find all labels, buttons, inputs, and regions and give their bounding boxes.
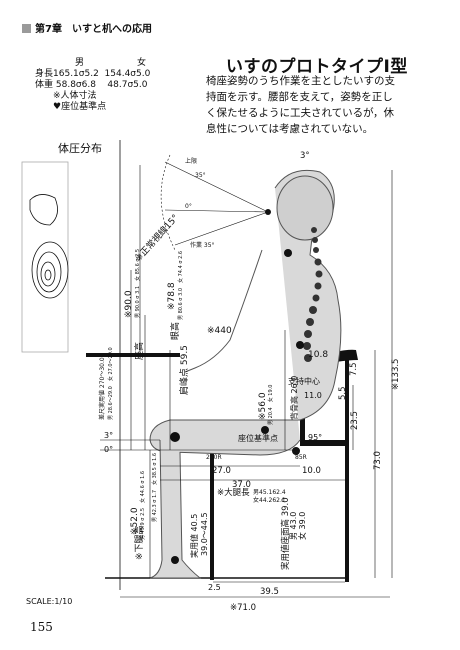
sitting-height-sub: 男 90.0 σ 3.1 女 85.6 σ 2.5 — [134, 249, 141, 318]
knee-height-sub: 男 49.9 σ 2.5 女 44.6 σ 1.6 — [139, 471, 146, 540]
page-title: いすのプロトタイプⅠ型 — [226, 57, 408, 77]
weight-male: 58.8σ6.8 — [55, 80, 96, 90]
pressure-title: 体圧分布 — [58, 142, 102, 155]
sitting-height-label: ※90.0 — [124, 290, 134, 318]
thigh-length-female: 女44.262.1 — [253, 496, 286, 504]
val-235-label: 23.5 — [350, 411, 360, 430]
lower-leg-sub: 男 42.3 σ 1.7 女 38.5 σ 1.6 — [151, 453, 158, 522]
val-100-label: 10.0 — [302, 466, 321, 476]
val-55-label: 5.5 — [338, 386, 348, 400]
practical-range-label: 39.0〜44.5 — [200, 512, 209, 556]
knee-height-label: ※52.0 — [130, 507, 140, 535]
val-395-label: 39.5 — [260, 587, 279, 597]
thigh-thickness-label: ※56.0 — [258, 392, 268, 420]
height-male: 165.1σ5.2 — [53, 69, 99, 79]
chapter-title: 第7章 いすと机への応用 — [35, 24, 152, 35]
val-730-label: 73.0 — [373, 451, 383, 470]
note-reference-point: 座位基準点 — [61, 102, 107, 112]
thigh-thickness-sub: 男 20.4 女 19.0 — [267, 385, 274, 425]
total-height-label: ※133.5 — [391, 359, 401, 390]
deg0-label: 0° — [185, 203, 192, 210]
support-center-label: 支持中心 — [288, 376, 320, 386]
desk-diff-sub: 男 28.6〜29.0 女 27.0〜29.0 — [107, 347, 114, 420]
page-number: 155 — [30, 620, 53, 634]
seat-depth-label: 実用値座面高 39.0 — [280, 497, 291, 570]
male-label: 男 — [75, 58, 85, 68]
diagram-labels: 上限 35° 0° 作業 35° 3° ※正常視線15° ※78.8 男 80.… — [98, 151, 401, 613]
weight-female: 48.7σ5.0 — [107, 80, 148, 90]
val-25-label: 2.5 — [208, 583, 221, 592]
seat-male-label: 男 43.0 — [289, 512, 298, 540]
sight-lines — [160, 154, 269, 251]
heart-icon: ♥ — [53, 102, 62, 112]
reference-point-label: 座位基準点 — [238, 433, 278, 443]
pressure-panel — [21, 161, 69, 353]
description-text: 椅座姿勢のうち作業を主としたいすの支持面を示す。腰部を支えて，姿勢を正しく保たせ… — [206, 75, 395, 135]
human-figure — [149, 169, 342, 579]
weight-label: 体重 — [35, 80, 54, 90]
angle-0-label: 0° — [104, 445, 113, 454]
val-270-label: 27.0 — [212, 466, 231, 476]
angle-95-label: 95° — [308, 433, 322, 442]
spine — [303, 227, 323, 362]
desk-diff-label: 差尺実用値 270〜30.0 — [98, 357, 106, 420]
body-dimensions: 男 女 身長165.1σ5.2 154.4σ5.0 体重 58.8σ6.8 48.… — [35, 58, 199, 113]
backrest-top-label: 10.8 — [308, 350, 328, 360]
elbow-reach-label: ※440 — [207, 326, 232, 336]
chapter-header: 第7章 いすと机への応用 — [22, 20, 152, 35]
scale-label: SCALE:1/10 — [26, 597, 73, 606]
sitting-elbow-label: 背骨高 26.0 — [289, 376, 299, 420]
work-angle-label: 作業 35° — [190, 241, 215, 249]
eye-height-sub: 男 80.6 σ 3.0 女 74.4 σ 2.6 — [177, 251, 184, 320]
lower-leg-label: ※下腿高 — [133, 525, 145, 560]
val-710-label: ※71.0 — [230, 603, 256, 613]
shoulder-label: 肩峰点 59.5 — [178, 345, 190, 395]
note-body-dims: ※人体寸法 — [53, 91, 97, 101]
chapter-square-icon — [22, 24, 31, 33]
eye-label: 眼高 — [169, 322, 181, 340]
female-label: 女 — [137, 58, 147, 68]
eye-height-label: ※78.8 — [167, 282, 177, 310]
dimension-lines — [100, 170, 393, 598]
top-angle-label: 3° — [300, 151, 310, 161]
practical-value-label: 実用値 40.5 — [189, 514, 199, 558]
upper-limit-label: 上限 — [185, 157, 197, 165]
seat-female-label: 女 39.0 — [297, 512, 307, 540]
angle-3-label: 3° — [104, 431, 113, 440]
thigh-length-male: 男45.162.4 — [253, 489, 286, 496]
reference-points — [170, 209, 304, 564]
height-label: 身長 — [35, 69, 54, 79]
deg35-label: 35° — [195, 172, 206, 179]
val-75-label: 7.5 — [349, 362, 359, 376]
thigh-length-label: ※大腿長 — [217, 487, 250, 498]
desk — [86, 140, 180, 590]
height-female: 154.4σ5.0 — [104, 69, 151, 79]
val-370-label: 37.0 — [232, 480, 251, 490]
seat-height-label: 座高 — [133, 342, 145, 360]
val-110-label: 11.0 — [304, 391, 322, 400]
val-85r-label: 85R — [295, 454, 307, 461]
val-260r-label: 260R — [206, 454, 222, 461]
